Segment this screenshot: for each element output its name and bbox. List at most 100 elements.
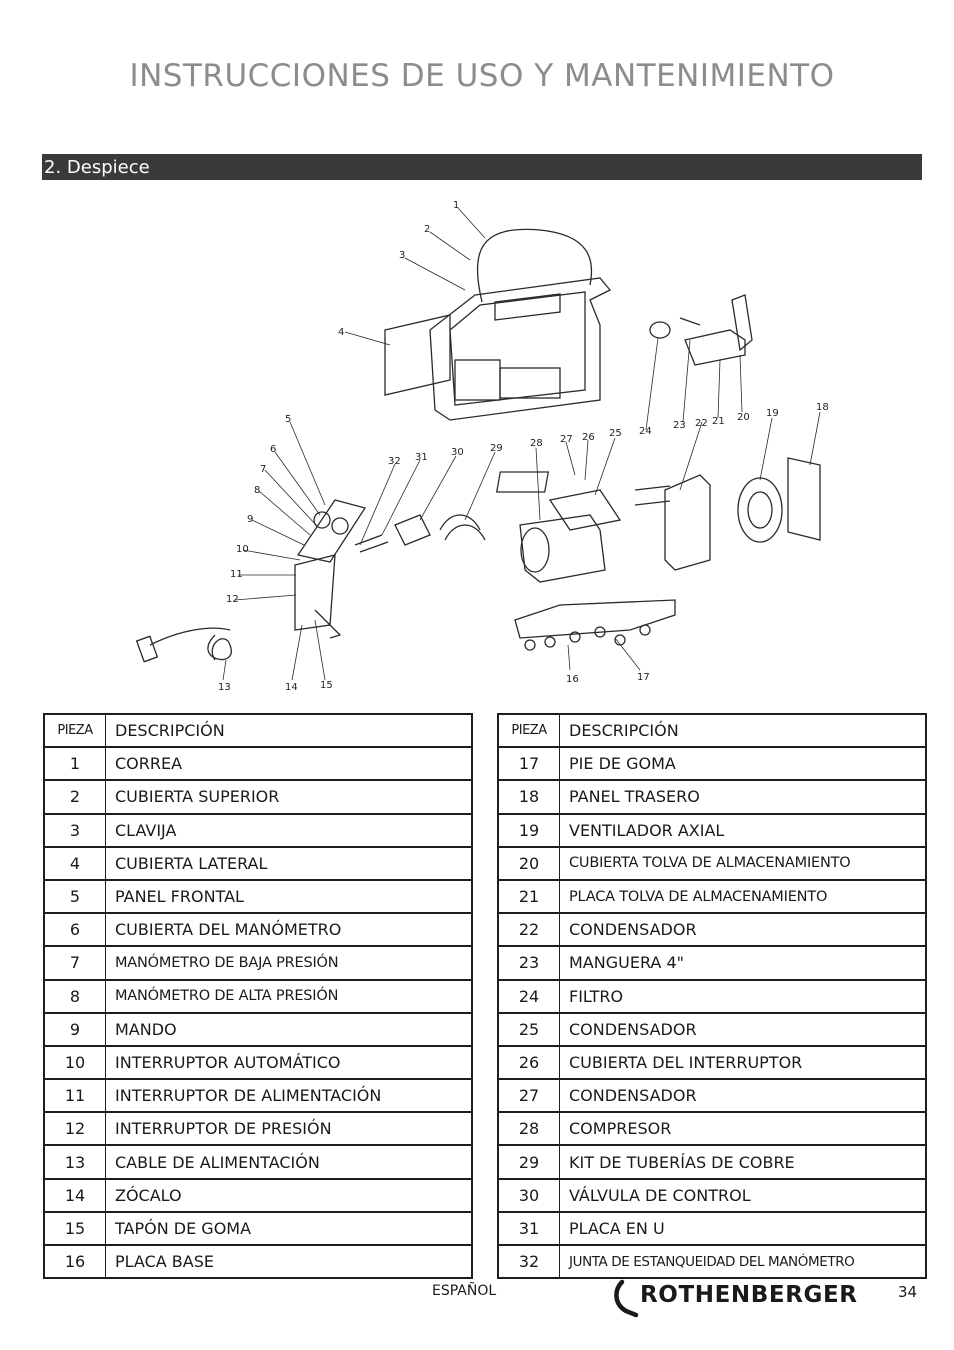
- column-header-description: DESCRIPCIÓN: [105, 713, 473, 749]
- callout-13: 13: [218, 682, 231, 693]
- exploded-parts-diagram: 1 2 3 4 5 6 7 8 9 10 11 12 13 14 15 16 1…: [120, 190, 840, 700]
- callout-9: 9: [247, 514, 253, 525]
- part-number: 31: [497, 1211, 560, 1247]
- part-description: CUBIERTA SUPERIOR: [105, 779, 473, 815]
- storage-hopper-drawing: [684, 329, 746, 366]
- side-cover-drawing: [384, 314, 451, 396]
- page-number: 34: [898, 1283, 918, 1301]
- callout-18: 18: [816, 402, 829, 413]
- power-cord-drawing: [149, 627, 232, 661]
- part-description: VENTILADOR AXIAL: [559, 813, 927, 848]
- part-description: PANEL TRASERO: [559, 779, 927, 815]
- callout-6: 6: [270, 444, 276, 455]
- callout-11: 11: [230, 569, 243, 580]
- part-description: TAPÓN DE GOMA: [105, 1211, 473, 1247]
- compressor-drawing: [519, 514, 606, 583]
- callout-8: 8: [254, 485, 260, 496]
- callout-17: 17: [637, 672, 650, 683]
- part-number: 8: [43, 978, 106, 1014]
- part-number: 19: [497, 813, 560, 848]
- part-description: INTERRUPTOR DE PRESIÓN: [105, 1111, 473, 1147]
- part-description: CABLE DE ALIMENTACIÓN: [105, 1144, 473, 1180]
- part-number: 15: [43, 1211, 106, 1247]
- brand-hook-icon: [614, 1279, 639, 1318]
- callout-1: 1: [453, 200, 459, 211]
- front-panel-drawing: [296, 499, 367, 563]
- callout-10: 10: [236, 544, 249, 555]
- callout-12: 12: [226, 594, 239, 605]
- part-number: 16: [43, 1244, 106, 1280]
- part-number: 22: [497, 912, 560, 948]
- part-description: CONDENSADOR: [559, 912, 927, 948]
- part-number: 7: [43, 945, 106, 981]
- part-number: 14: [43, 1178, 106, 1213]
- part-number: 12: [43, 1111, 106, 1147]
- part-number: 4: [43, 846, 106, 881]
- part-number: 23: [497, 945, 560, 981]
- part-number: 2: [43, 779, 106, 815]
- axial-fan-drawing: [737, 477, 783, 543]
- part-number: 17: [497, 746, 560, 782]
- callout-29: 29: [490, 443, 503, 454]
- part-description: PLACA TOLVA DE ALMACENAMIENTO: [559, 879, 927, 915]
- part-number: 32: [497, 1244, 560, 1280]
- table-header-row: PIEZA DESCRIPCIÓN: [497, 713, 927, 749]
- callout-23: 23: [673, 420, 686, 431]
- callout-7: 7: [260, 464, 266, 475]
- callout-30: 30: [451, 447, 464, 458]
- part-description: INTERRUPTOR DE ALIMENTACIÓN: [105, 1078, 473, 1114]
- part-description: VÁLVULA DE CONTROL: [559, 1178, 927, 1213]
- section-heading-text: 2. Despiece: [44, 157, 150, 178]
- check-valve-drawing: [394, 514, 431, 546]
- part-description: MANÓMETRO DE BAJA PRESIÓN: [105, 945, 473, 981]
- part-description: COMPRESOR: [559, 1111, 927, 1147]
- callout-15: 15: [320, 680, 333, 691]
- part-description: CUBIERTA DEL MANÓMETRO: [105, 912, 473, 948]
- part-description: JUNTA DE ESTANQUEIDAD DEL MANÓMETRO: [559, 1244, 927, 1280]
- top-cover-drawing: [429, 277, 612, 421]
- callout-24: 24: [639, 426, 652, 437]
- page-title: INSTRUCCIONES DE USO Y MANTENIMIENTO: [129, 58, 835, 94]
- part-number: 24: [497, 978, 560, 1014]
- filter-drawing: [649, 321, 671, 339]
- exploded-view-svg: 1 2 3 4 5 6 7 8 9 10 11 12 13 14 15 16 1…: [135, 200, 829, 693]
- part-description: PANEL FRONTAL: [105, 879, 473, 915]
- condenser-drawing: [664, 474, 711, 571]
- part-description: CUBIERTA LATERAL: [105, 846, 473, 881]
- part-number: 25: [497, 1012, 560, 1047]
- part-number: 13: [43, 1144, 106, 1180]
- rear-panel-drawing: [787, 457, 821, 541]
- callout-2: 2: [424, 224, 430, 235]
- strap-drawing: [476, 228, 593, 303]
- part-number: 5: [43, 879, 106, 915]
- callout-4: 4: [338, 327, 344, 338]
- callout-21: 21: [712, 416, 725, 427]
- section-heading: 2. Despiece: [42, 154, 922, 180]
- part-description: CORREA: [105, 746, 473, 782]
- callout-22: 22: [695, 418, 708, 429]
- part-description: MANGUERA 4": [559, 945, 927, 981]
